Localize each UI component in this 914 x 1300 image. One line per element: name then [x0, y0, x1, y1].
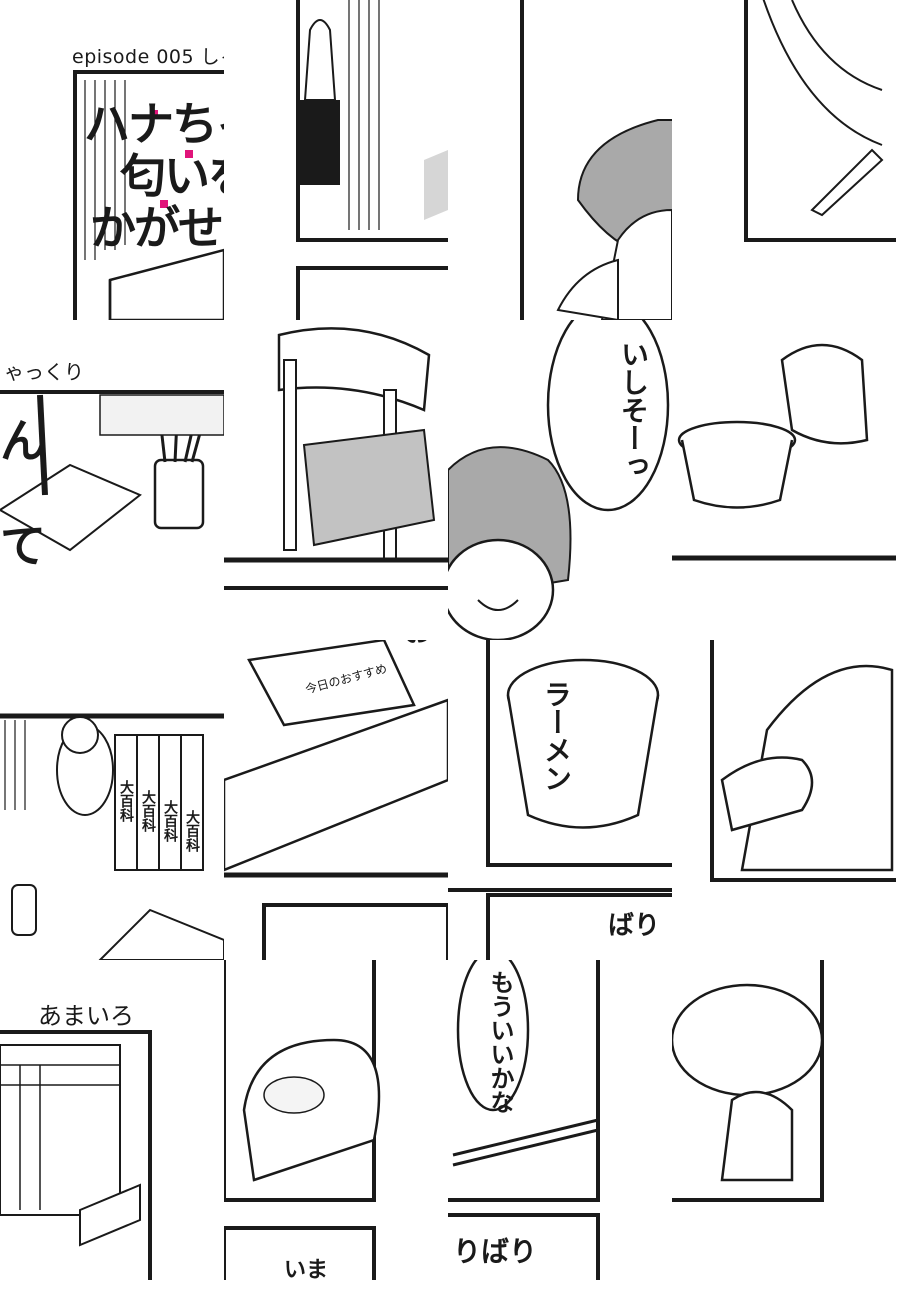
chair-art: [224, 327, 448, 590]
cup-label: ラーメン: [540, 680, 573, 792]
hand-lid-art: [710, 640, 896, 882]
episode-header: episode 005 しゃっくり: [72, 46, 224, 68]
title-fragment-te: て: [0, 519, 46, 573]
tile-girl-itadakimasu: いしそーっ: [448, 320, 672, 640]
tile-steaming-cup: [672, 320, 896, 640]
tile-desk-pencils: ゃっくり ん て: [0, 320, 224, 640]
book-spine-1: 大百科: [118, 780, 134, 822]
title-line-2: 匂いを: [120, 149, 224, 203]
tile-hands-chopsticks: [672, 0, 896, 320]
tile-car: いま: [224, 960, 448, 1280]
book-spine-2: 大百科: [140, 790, 156, 832]
cup-noodle-art: [448, 640, 672, 960]
door-bottle-art: [296, 0, 448, 320]
title-line-3: かがせて: [90, 201, 224, 255]
author-panel-art: [0, 1030, 152, 1280]
episode-header-cont: ゃっくり: [4, 360, 84, 384]
speech-isoge: いしそーっ: [617, 340, 650, 480]
speech-mou-iikana: もういいかな: [486, 970, 514, 1114]
speech-bari-1: ばり: [608, 911, 661, 941]
tile-chopsticks: もういいかな りばり: [448, 960, 672, 1280]
tile-hand-lid: [672, 640, 896, 960]
author-name: あまいろ: [38, 1002, 134, 1030]
car-art: [224, 960, 381, 1280]
tile-cup-noodle: ラーメン ばり: [448, 640, 672, 960]
tile-bookshelf: 大百科 大百科 大百科 大百科: [0, 640, 224, 960]
tile-chair: [224, 320, 448, 640]
tile-noodles-closeup: [672, 960, 896, 1280]
title-fragment-n: ん: [0, 414, 46, 468]
tile-door-bottle: [224, 0, 448, 320]
speech-oh: お: [404, 640, 432, 650]
tile-book-table: 今日のおすすめ お: [224, 640, 448, 960]
boy-turning-art: [520, 0, 672, 320]
hands-chopsticks-art: [744, 0, 896, 242]
tile-title-panel: episode 005 しゃっくり ハナちゃん 匂いを かがせて: [0, 0, 224, 320]
speech-bari-2: りばり: [453, 1235, 538, 1268]
book-table-art: [224, 640, 448, 960]
book-spine-3: 大百科: [162, 800, 178, 842]
chopsticks-art: [448, 960, 600, 1280]
noodles-closeup-art: [672, 960, 824, 1202]
bookshelf-art: [0, 713, 224, 960]
title-line-1: ハナちゃん: [84, 97, 224, 151]
book-spine-4: 大百科: [184, 810, 200, 852]
title-panel-art: [73, 70, 224, 320]
tile-boy-turning: [448, 0, 672, 320]
tile-author-panel: あまいろ: [0, 960, 224, 1280]
desk-pencils-art: [0, 390, 224, 552]
girl-itadakimasu-art: [448, 320, 670, 640]
steaming-cup-art: [672, 343, 896, 561]
speech-iima: いま: [284, 1258, 329, 1280]
